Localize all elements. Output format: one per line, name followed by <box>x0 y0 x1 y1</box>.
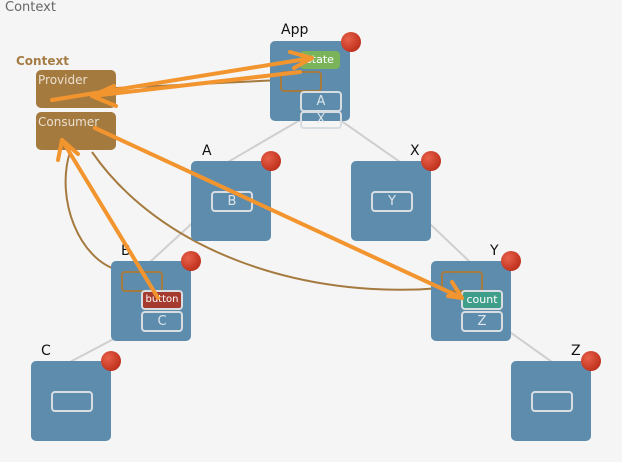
component-a[interactable]: B <box>191 161 271 241</box>
y-slot-z[interactable]: Z <box>461 311 503 332</box>
component-x[interactable]: Y <box>351 161 431 241</box>
arrowhead-provider <box>90 84 118 108</box>
component-a-name: A <box>202 143 212 159</box>
component-y-name: Y <box>490 243 499 259</box>
component-x-name: X <box>410 143 420 159</box>
rerender-dot-z <box>581 351 601 371</box>
edge-app-a <box>227 119 301 163</box>
component-b[interactable]: button C <box>111 261 191 341</box>
component-b-name: B <box>121 243 131 259</box>
arrowhead-consumer <box>56 138 80 162</box>
x-slot-y[interactable]: Y <box>371 191 413 212</box>
rerender-dot-x <box>421 151 441 171</box>
rerender-dot-b <box>181 251 201 271</box>
button-chip[interactable]: button <box>141 290 183 310</box>
component-app-name: App <box>281 22 309 38</box>
arrow-button-to-consumer <box>60 138 160 300</box>
b-slot-c[interactable]: C <box>141 311 183 332</box>
arrow-provider-to-state <box>50 56 314 102</box>
link-consumer-b <box>64 151 119 271</box>
component-c[interactable] <box>31 361 111 441</box>
diagram-title: Context <box>5 0 56 15</box>
z-slot <box>531 391 573 412</box>
component-z-name: Z <box>571 343 581 359</box>
rerender-dot-y <box>501 251 521 271</box>
arrow-consumer-to-count <box>93 126 464 300</box>
component-y[interactable]: count Z <box>431 261 511 341</box>
rerender-dot-c <box>101 351 121 371</box>
component-z[interactable] <box>511 361 591 441</box>
context-label: Context <box>16 54 69 68</box>
edge-app-x <box>339 119 401 163</box>
component-app[interactable]: state A X <box>270 41 350 129</box>
arrowhead-count <box>446 280 464 300</box>
rerender-dot-a <box>261 151 281 171</box>
arrow-app-to-provider <box>90 70 302 98</box>
c-slot <box>51 391 93 412</box>
component-c-name: C <box>41 343 51 359</box>
app-slot-x[interactable]: X <box>300 111 342 129</box>
rerender-dot-app <box>341 32 361 52</box>
arrowhead-state <box>288 50 314 70</box>
link-consumer-y <box>91 151 443 291</box>
